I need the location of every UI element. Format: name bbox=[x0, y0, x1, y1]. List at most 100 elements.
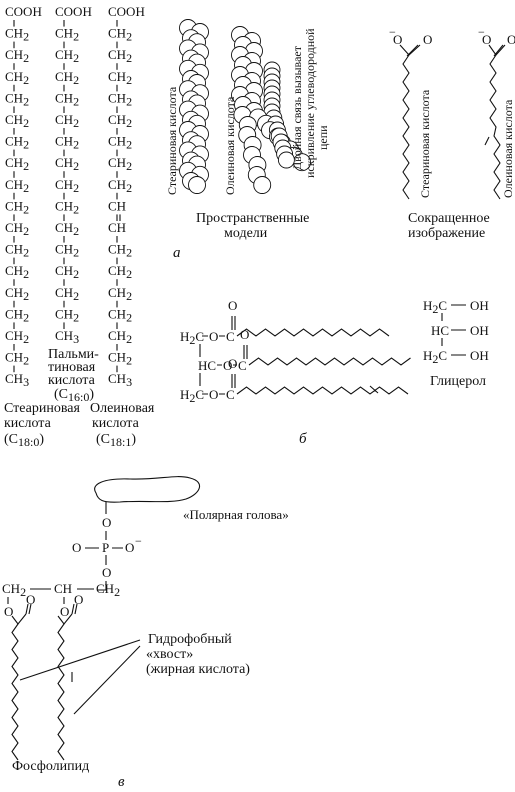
methylene-group: CH2 bbox=[5, 328, 29, 346]
triglyceride-chain-1 bbox=[236, 328, 390, 337]
svg-text:OH: OH bbox=[470, 348, 489, 363]
stearic-acid-code: (C18:0) bbox=[4, 432, 44, 449]
carboxyl-group: COOH bbox=[108, 4, 145, 19]
methylene-group: CH2 bbox=[55, 90, 79, 108]
stearic-chain-zigzag bbox=[402, 54, 410, 200]
oleic-skeletal-label: Олеиновая кислота bbox=[501, 99, 515, 198]
svg-text:O: O bbox=[240, 327, 249, 342]
svg-text:O: O bbox=[228, 298, 237, 313]
methylene-group: CH2 bbox=[108, 177, 132, 195]
polar-head-label: «Полярная голова» bbox=[183, 507, 289, 522]
ch-middle: HC bbox=[198, 358, 216, 373]
stearic-model-label: Стеариновая кислота bbox=[165, 86, 179, 195]
methylene-group: CH2 bbox=[108, 112, 132, 130]
svg-text:O: O bbox=[4, 604, 13, 619]
methylene-group: CH2 bbox=[55, 155, 79, 173]
phospholipid-ch2-right: CH2 bbox=[96, 581, 120, 599]
svg-text:C: C bbox=[238, 358, 247, 373]
methylene-group: CH2 bbox=[108, 155, 132, 173]
stearic-acid-word: кислота bbox=[4, 416, 52, 431]
methylene-group: CH2 bbox=[55, 220, 79, 238]
tail-pointer-lines bbox=[19, 639, 141, 715]
oleic-space-model bbox=[231, 26, 311, 194]
stearic-skeletal: − O O Стеариновая кислота bbox=[389, 25, 432, 200]
methylene-group: CH2 bbox=[5, 177, 29, 195]
fatty-acid-formulas: COOHCH2CH2CH2CH2CH2CH2CH2CH2CH2CH2CH2CH2… bbox=[4, 4, 155, 449]
methyl-group: CH3 bbox=[108, 371, 132, 389]
svg-text:O: O bbox=[209, 329, 218, 344]
palmitic-acid-formula: COOHCH2CH2CH2CH2CH2CH2CH2CH2CH2CH2CH2CH2… bbox=[55, 4, 92, 346]
oleic-acid-name: Олеиновая bbox=[90, 401, 155, 416]
atom-sphere bbox=[253, 176, 272, 194]
svg-text:C: C bbox=[226, 329, 235, 344]
carbonyl-oxygen: O bbox=[507, 32, 515, 47]
hydrophobic-label-1: Гидрофобный bbox=[148, 632, 232, 647]
methylene-group: CH2 bbox=[108, 350, 132, 368]
atom-sphere bbox=[277, 151, 295, 169]
methylene-group: CH2 bbox=[55, 112, 79, 130]
methylene-group: CH2 bbox=[55, 47, 79, 65]
methylene-group: CH2 bbox=[5, 242, 29, 260]
triglyceride-chain-2 bbox=[248, 357, 411, 366]
alkene-carbon: CH bbox=[108, 220, 126, 235]
methylene-group: CH2 bbox=[108, 242, 132, 260]
oleic-model-label: Олеиновая кислота bbox=[223, 96, 237, 195]
methylene-group: CH2 bbox=[108, 47, 132, 65]
svg-text:O: O bbox=[102, 515, 111, 530]
oleic-acid-word: кислота bbox=[92, 416, 140, 431]
methylene-group: CH2 bbox=[5, 26, 29, 44]
methylene-group: CH2 bbox=[55, 177, 79, 195]
stearic-space-model bbox=[179, 19, 209, 194]
methylene-group: CH2 bbox=[108, 263, 132, 281]
phospholipid-tail-2 bbox=[57, 623, 73, 761]
triglyceride: H2C O C O HC O C O H2C O C O H2C OH HC O… bbox=[180, 298, 489, 447]
panel-letter-b: б bbox=[299, 431, 307, 447]
methylene-group: CH2 bbox=[5, 69, 29, 87]
panel-letter-a: а bbox=[173, 245, 181, 261]
glycerol-row-2: HC bbox=[431, 323, 449, 338]
svg-text:O: O bbox=[223, 358, 232, 373]
svg-text:O: O bbox=[60, 604, 69, 619]
hydrophobic-label-2: «хвост» bbox=[146, 647, 193, 662]
svg-text:P: P bbox=[102, 540, 109, 555]
methylene-group: CH2 bbox=[55, 285, 79, 303]
svg-text:OH: OH bbox=[470, 298, 489, 313]
svg-text:C: C bbox=[226, 387, 235, 402]
svg-text:−: − bbox=[135, 534, 142, 548]
methylene-group: CH2 bbox=[108, 285, 132, 303]
methylene-group: CH2 bbox=[55, 134, 79, 152]
methylene-group: CH2 bbox=[5, 134, 29, 152]
ch2-bottom: H2C bbox=[180, 387, 204, 405]
stearic-acid-formula: COOHCH2CH2CH2CH2CH2CH2CH2CH2CH2CH2CH2CH2… bbox=[5, 4, 42, 389]
methylene-group: CH2 bbox=[5, 350, 29, 368]
methylene-group: CH2 bbox=[55, 26, 79, 44]
carboxyl-oxygen: O bbox=[393, 32, 402, 47]
abbreviated-caption-2: изображение bbox=[408, 226, 485, 241]
methylene-group: CH2 bbox=[5, 90, 29, 108]
phospholipid-tail-1 bbox=[11, 623, 19, 761]
oleic-chain-zigzag bbox=[484, 54, 501, 200]
methylene-group: CH2 bbox=[55, 198, 79, 216]
svg-text:−: − bbox=[389, 25, 396, 39]
alkene-carbon: CH bbox=[108, 198, 126, 213]
phospholipid-label: Фосфолипид bbox=[12, 759, 89, 774]
atom-sphere bbox=[188, 176, 206, 194]
svg-text:OH: OH bbox=[470, 323, 489, 338]
panel-letter-c: в bbox=[118, 774, 125, 790]
svg-text:O: O bbox=[74, 592, 83, 607]
glycerol-row-3: H2C bbox=[423, 348, 447, 366]
methylene-group: CH2 bbox=[55, 306, 79, 324]
methylene-group: CH2 bbox=[108, 306, 132, 324]
methylene-group: CH2 bbox=[55, 263, 79, 281]
palmitic-acid-name-1: Пальми- bbox=[48, 347, 99, 362]
phospholipid-ch2-left: CH2 bbox=[2, 581, 26, 599]
palmitic-acid-name-2: тиновая bbox=[48, 360, 96, 375]
methylene-group: CH2 bbox=[108, 69, 132, 87]
double-bond-note-3: цепи bbox=[316, 125, 330, 150]
carbonyl-oxygen: O bbox=[423, 32, 432, 47]
methylene-group: CH2 bbox=[5, 198, 29, 216]
ch2-top: H2C bbox=[180, 329, 204, 347]
polar-head-blob bbox=[94, 476, 201, 503]
double-bond-note-2: искривление углеводородной bbox=[303, 28, 317, 178]
